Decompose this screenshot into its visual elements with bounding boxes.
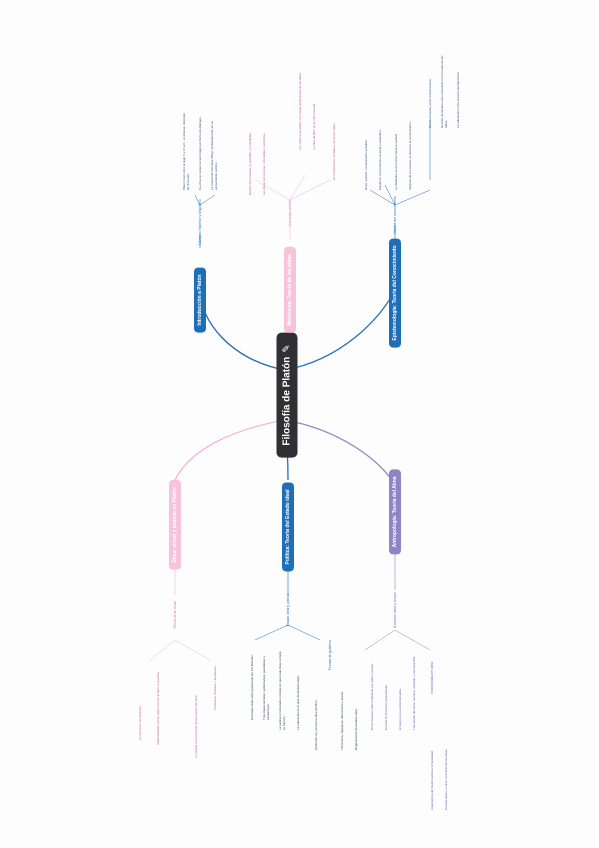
leaf-antropologia-2: El alma es inmortal y preexistente.: [384, 684, 388, 730]
sub-politica[interactable]: Estado ideal y justicia: [286, 593, 290, 627]
link-root-antropologia: [284, 419, 396, 486]
leaf-metafisica-1: Existen dos mundos: el sensible y el int…: [248, 132, 252, 195]
leaf-politica2-1: Timocracia, oligarquía, democracia y tir…: [340, 691, 344, 750]
leaf-metafisica-5: El conocimiento verdadero es de las Idea…: [332, 122, 336, 180]
branch-antropologia[interactable]: Antropología: Teoría del Alma: [389, 469, 401, 555]
leaf-episteme-extra-2: El alma recuerda lo que contempló en el …: [440, 55, 448, 128]
sub-metafisica[interactable]: Concepto central: [288, 200, 292, 226]
link-root-etica: [174, 419, 286, 481]
leaf-antropologia-3: El cuerpo es la cárcel del alma.: [398, 688, 402, 730]
branch-etica[interactable]: Ética: virtud y justicia en Platón: [169, 480, 181, 570]
leaf-etica-1: La virtud es conocimiento.: [138, 705, 142, 740]
leaf-antropologia2-2: El alma aspira a volver al mundo de las …: [444, 748, 448, 810]
sub-introduccion[interactable]: Contexto histórico y biográfico: [198, 199, 202, 245]
leaf-politica2-2: Degeneración del Estado ideal.: [354, 708, 358, 750]
leaf-politica-4: La educación es el pilar del Estado idea…: [296, 675, 300, 730]
sub-antropologia[interactable]: Dualismo alma y cuerpo: [393, 591, 397, 629]
leaf-etica-4: Prudencia, fortaleza y templanza.: [213, 665, 217, 710]
leaf-antropologia2-1: Argumentos del Fedón sobre la inmortalid…: [430, 750, 434, 810]
leaf-episteme-4: Alegoría de la caverna: el ascenso al co…: [408, 121, 412, 190]
root-label: Filosofía de Platón: [281, 356, 293, 446]
leaf-episteme-extra-3: La educación como proceso de liberación.: [456, 71, 460, 128]
leaf-episteme-3: La dialéctica es el camino hacia la verd…: [394, 133, 398, 190]
link-root-introduccion: [199, 289, 286, 371]
leaf-politica-5: El filósofo-rey conoce la Idea de Bien.: [314, 699, 318, 750]
leaf-metafisica-2: Las Ideas son eternas, inmutables y perf…: [262, 132, 266, 195]
edit-icon[interactable]: ✎: [281, 344, 293, 353]
leaf-etica-3: La justicia es la armonía de las partes …: [194, 694, 198, 758]
leaf-metafisica-4: La Idea de Bien es la más elevada.: [312, 103, 316, 150]
leaf-introduccion-1: Platón vivió entre el siglo V y IV a.C.,…: [182, 113, 190, 190]
branch-metafisica[interactable]: Metafísica: Teoría de las Ideas: [284, 247, 296, 333]
link-root-episteme: [284, 289, 396, 371]
branch-introduccion[interactable]: Introducción a Platón: [194, 267, 206, 333]
leaf-antropologia-1: El ser humano está compuesto por alma y …: [370, 662, 374, 730]
leaf-politica-1: El Estado debe estar gobernado por los f…: [250, 654, 254, 720]
leaf-antropologia-4: Tres partes del alma: racional, irascibl…: [412, 655, 416, 730]
leaf-introduccion-3: La muerte de Sócrates influyó profundame…: [210, 120, 218, 190]
leaf-episteme-extra-1: El conocimiento como reminiscencia.: [428, 78, 432, 128]
branch-politica-label: Política: Teoría del Estado ideal: [285, 489, 291, 565]
branch-antropologia-label: Antropología: Teoría del Alma: [392, 476, 398, 548]
branch-politica[interactable]: Política: Teoría del Estado ideal: [282, 482, 294, 572]
branch-episteme[interactable]: Epistemología: Teoría del Conocimiento: [389, 238, 401, 348]
leaf-episteme-2: Episteme: conocimiento racional y verdad…: [378, 129, 382, 190]
branch-introduccion-label: Introducción a Platón: [197, 274, 203, 326]
leaf-etica-2: Intelectualismo moral: quien conoce el b…: [156, 671, 160, 745]
leaf-politica-3: La justicia en el Estado consiste en que…: [278, 651, 286, 730]
sub-etica[interactable]: Teoría de la virtud: [173, 601, 177, 629]
sub-episteme[interactable]: Niveles del conocimiento: [393, 196, 397, 234]
branch-metafisica-label: Metafísica: Teoría de las Ideas: [287, 254, 293, 326]
leaf-introduccion-2: Su obra se conserva casi íntegra en form…: [198, 116, 202, 190]
leaf-politica-2: Tres clases sociales: gobernantes, guard…: [262, 655, 270, 720]
root-node[interactable]: Filosofía de Platón ✎: [276, 332, 298, 458]
sub2-antropologia[interactable]: Inmortalidad del alma: [430, 661, 434, 695]
leaf-metafisica-3: Los objetos sensibles son copias imperfe…: [298, 71, 302, 150]
leaf-episteme-1: Doxa: opinión, conocimiento sensible.: [364, 139, 368, 190]
branch-etica-label: Ética: virtud y justicia en Platón: [172, 487, 178, 563]
sub2-politica[interactable]: Formas de gobierno: [328, 639, 332, 671]
branch-episteme-label: Epistemología: Teoría del Conocimiento: [392, 245, 398, 341]
